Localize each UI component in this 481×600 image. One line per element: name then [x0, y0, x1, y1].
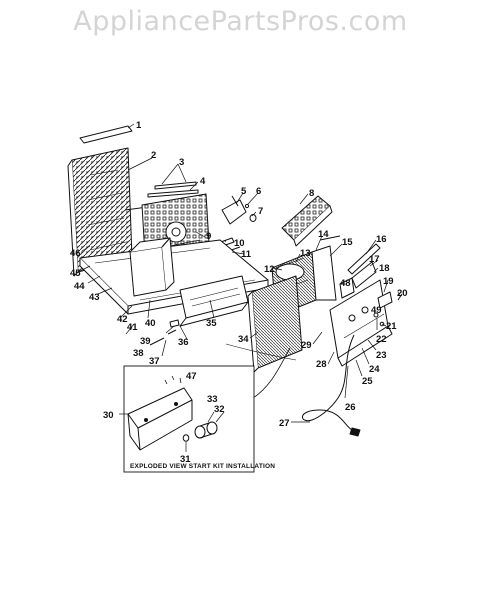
callout-42: 42	[117, 314, 128, 325]
callout-24: 24	[369, 364, 380, 375]
callout-22: 22	[376, 334, 387, 345]
inset-caption: EXPLODED VIEW START KIT INSTALLATION	[130, 463, 275, 470]
callout-43: 43	[89, 292, 100, 303]
callout-26: 26	[345, 402, 356, 413]
callout-9: 9	[206, 231, 211, 242]
callout-38: 38	[133, 348, 144, 359]
callout-41: 41	[127, 322, 138, 333]
part-power-cord	[302, 334, 361, 437]
callout-28: 28	[316, 359, 327, 370]
site-watermark: AppliancePartsPros.com	[73, 6, 408, 37]
callout-33: 33	[207, 394, 218, 405]
callout-30: 30	[103, 410, 114, 421]
part-number-labels: 1 2 3 4 5 6 7 8 9 10 11 12 13 14 15 16 1…	[70, 120, 408, 465]
part-capacitor	[339, 243, 381, 299]
callout-25: 25	[362, 376, 373, 387]
part-mesh-filter	[281, 195, 333, 247]
part-condenser-coil	[247, 275, 303, 373]
part-base-pan	[79, 239, 269, 315]
callout-3: 3	[179, 157, 184, 168]
callout-36: 36	[178, 337, 189, 348]
part-mounting-screws	[149, 319, 180, 346]
callout-15: 15	[342, 237, 353, 248]
callout-46: 46	[70, 248, 81, 259]
callout-2: 2	[151, 150, 156, 161]
callout-7: 7	[258, 206, 263, 217]
callout-17: 17	[369, 254, 380, 265]
callout-14: 14	[318, 229, 329, 240]
callout-20: 20	[397, 288, 408, 299]
callout-8: 8	[309, 188, 314, 199]
callout-47: 47	[186, 371, 197, 382]
callout-10: 10	[234, 238, 245, 249]
callout-29: 29	[301, 340, 312, 351]
callout-12: 12	[264, 264, 275, 275]
callout-45: 45	[70, 268, 81, 279]
part-control-panel	[329, 279, 393, 367]
start-kit-inset: EXPLODED VIEW START KIT INSTALLATION	[119, 365, 275, 473]
callout-13: 13	[300, 248, 311, 259]
callout-44: 44	[74, 281, 85, 292]
part-compressor	[129, 237, 175, 297]
callout-49: 49	[371, 305, 382, 316]
callout-32: 32	[214, 404, 225, 415]
callout-19: 19	[383, 276, 394, 287]
callout-21: 21	[386, 321, 397, 332]
callout-11: 11	[241, 249, 252, 260]
callout-1: 1	[136, 120, 142, 131]
part-blower-housing	[311, 235, 341, 301]
part-motor-mount	[221, 195, 257, 225]
part-filter-strip	[79, 125, 133, 144]
callout-48: 48	[340, 278, 351, 289]
callout-6: 6	[256, 186, 261, 197]
callout-27: 27	[279, 418, 290, 429]
callout-39: 39	[140, 336, 151, 347]
callout-34: 34	[238, 334, 249, 345]
callout-31: 31	[180, 454, 191, 465]
callout-16: 16	[376, 234, 387, 245]
callout-35: 35	[206, 318, 217, 329]
callout-40: 40	[145, 318, 156, 329]
callout-23: 23	[376, 350, 387, 361]
callout-5: 5	[241, 186, 247, 197]
part-start-capacitor	[182, 421, 218, 442]
callout-18: 18	[379, 263, 390, 274]
callout-4: 4	[200, 176, 206, 187]
part-switch-hardware	[373, 291, 403, 327]
callout-37: 37	[149, 356, 160, 367]
